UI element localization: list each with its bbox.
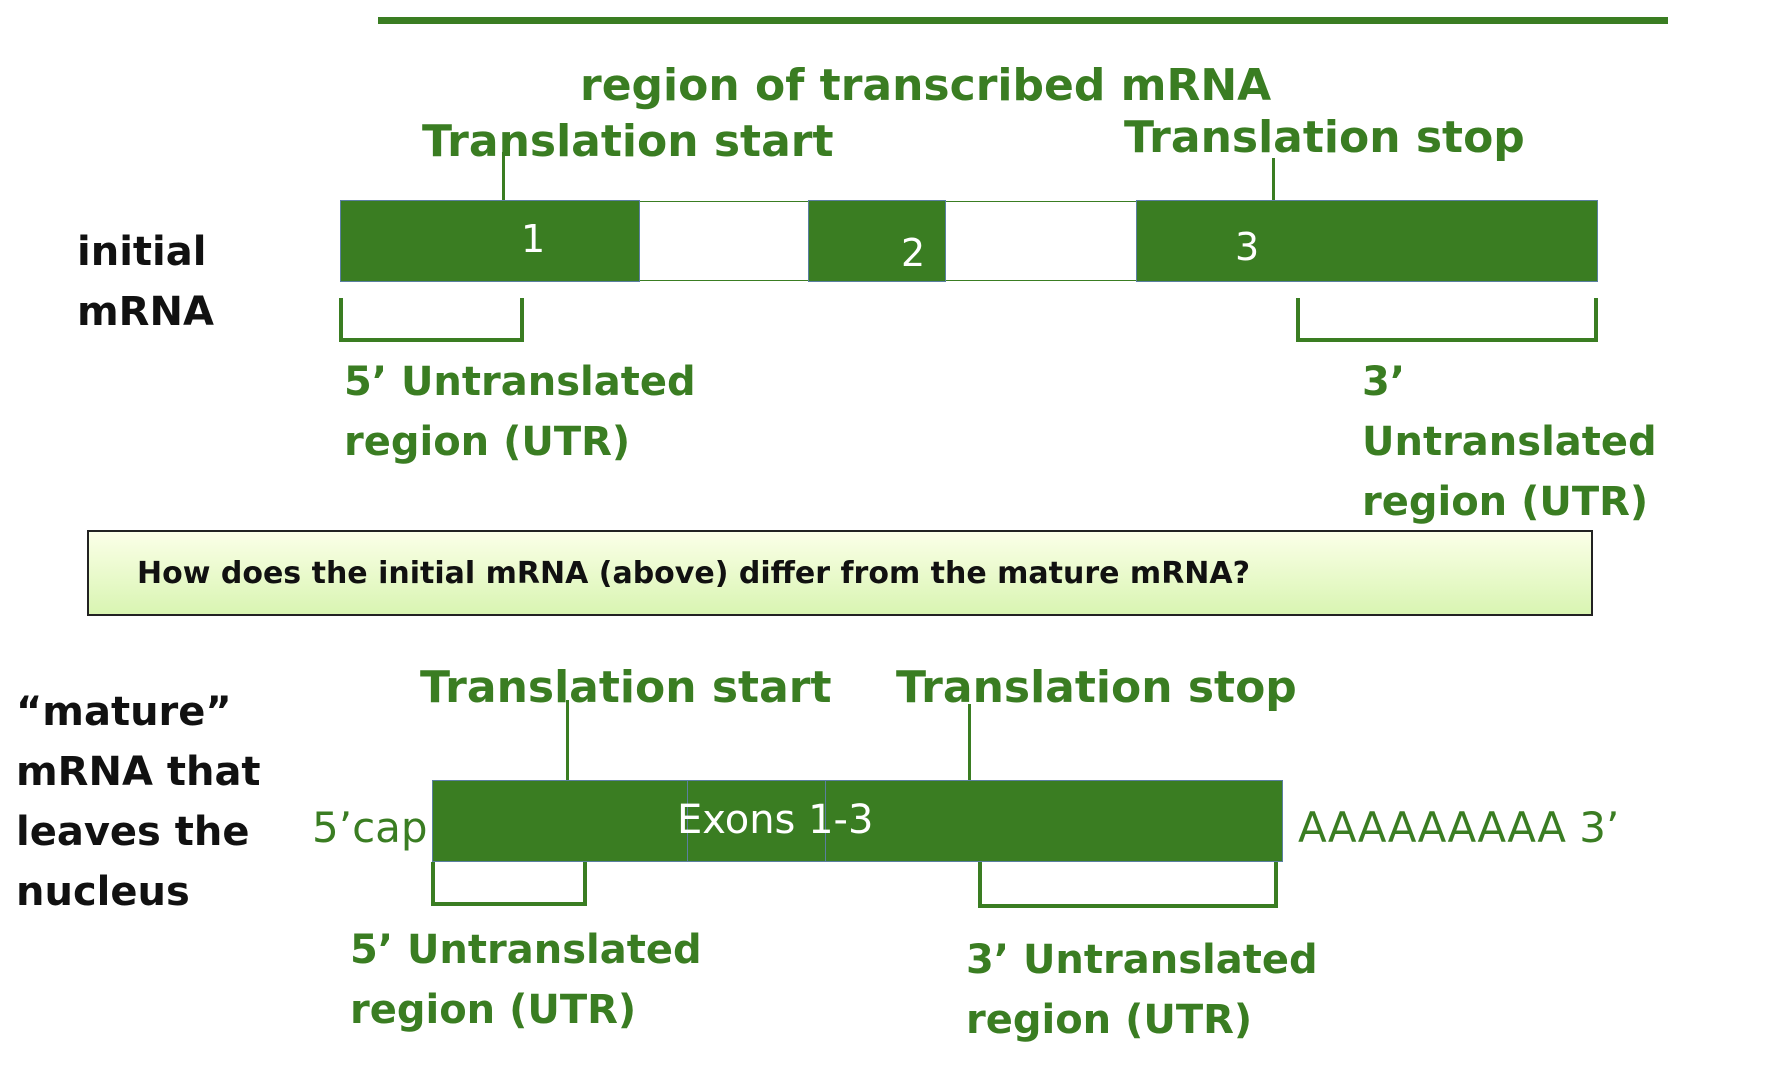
initial-stop-tick	[1272, 158, 1275, 202]
initial-intron-2	[946, 201, 1136, 281]
mature-label-line1: “mature”	[16, 689, 232, 735]
initial-translation-start-label: Translation start	[422, 116, 834, 167]
initial-utr5-line2: region (UTR)	[344, 419, 631, 465]
mature-utr5-bracket	[431, 862, 587, 906]
initial-utr3-label: 3’ Untranslated region (UTR)	[1362, 352, 1657, 532]
mature-label-line3: leaves the	[16, 809, 250, 855]
mature-translation-stop-label: Translation stop	[896, 662, 1297, 713]
mature-start-tick	[566, 700, 569, 782]
exon-boundary-2	[825, 781, 826, 861]
initial-utr5-line1: 5’ Untranslated	[344, 359, 696, 405]
initial-label-line1: initial	[77, 229, 207, 275]
mature-utr3-label: 3’ Untranslated region (UTR)	[966, 930, 1318, 1050]
initial-start-tick	[502, 152, 505, 202]
question-text: How does the initial mRNA (above) differ…	[137, 556, 1251, 591]
poly-a-tail-label: AAAAAAAAA 3’	[1298, 803, 1620, 852]
mature-utr3-line2: region (UTR)	[966, 997, 1253, 1043]
exon-boundary-1	[687, 781, 688, 861]
exons-label: Exons 1-3	[677, 797, 874, 843]
initial-exon-3: 3	[1136, 200, 1598, 282]
transcribed-region-line	[378, 17, 1668, 24]
question-box: How does the initial mRNA (above) differ…	[87, 530, 1593, 616]
initial-utr3-line2: Untranslated	[1362, 419, 1657, 465]
initial-mrna-label: initial mRNA	[77, 222, 214, 342]
transcribed-region-label: region of transcribed mRNA	[580, 60, 1272, 111]
mature-label-line4: nucleus	[16, 869, 190, 915]
mature-exons-bar: Exons 1-3	[432, 780, 1283, 862]
initial-exon-1: 1	[340, 200, 640, 282]
initial-label-line2: mRNA	[77, 289, 214, 335]
mature-utr3-bracket	[978, 862, 1278, 908]
initial-intron-1	[640, 201, 808, 281]
mature-utr3-line1: 3’ Untranslated	[966, 937, 1318, 983]
initial-utr3-line1: 3’	[1362, 359, 1406, 405]
mature-utr5-line1: 5’ Untranslated	[350, 927, 702, 973]
initial-utr3-bracket	[1296, 298, 1598, 342]
mature-utr5-label: 5’ Untranslated region (UTR)	[350, 920, 702, 1040]
initial-utr5-bracket	[339, 298, 524, 342]
mature-stop-tick	[968, 704, 971, 786]
initial-utr5-label: 5’ Untranslated region (UTR)	[344, 352, 696, 472]
exon-3-number: 3	[1235, 225, 1260, 269]
mature-mrna-label: “mature” mRNA that leaves the nucleus	[16, 682, 261, 922]
exon-1-number: 1	[521, 217, 546, 261]
initial-translation-stop-label: Translation stop	[1124, 112, 1525, 163]
initial-utr3-line3: region (UTR)	[1362, 479, 1649, 525]
exon-2-number: 2	[901, 231, 926, 275]
mature-label-line2: mRNA that	[16, 749, 261, 795]
mature-translation-start-label: Translation start	[420, 662, 832, 713]
five-prime-cap-label: 5’cap	[312, 803, 428, 852]
initial-exon-2: 2	[808, 200, 946, 282]
mature-utr5-line2: region (UTR)	[350, 987, 637, 1033]
